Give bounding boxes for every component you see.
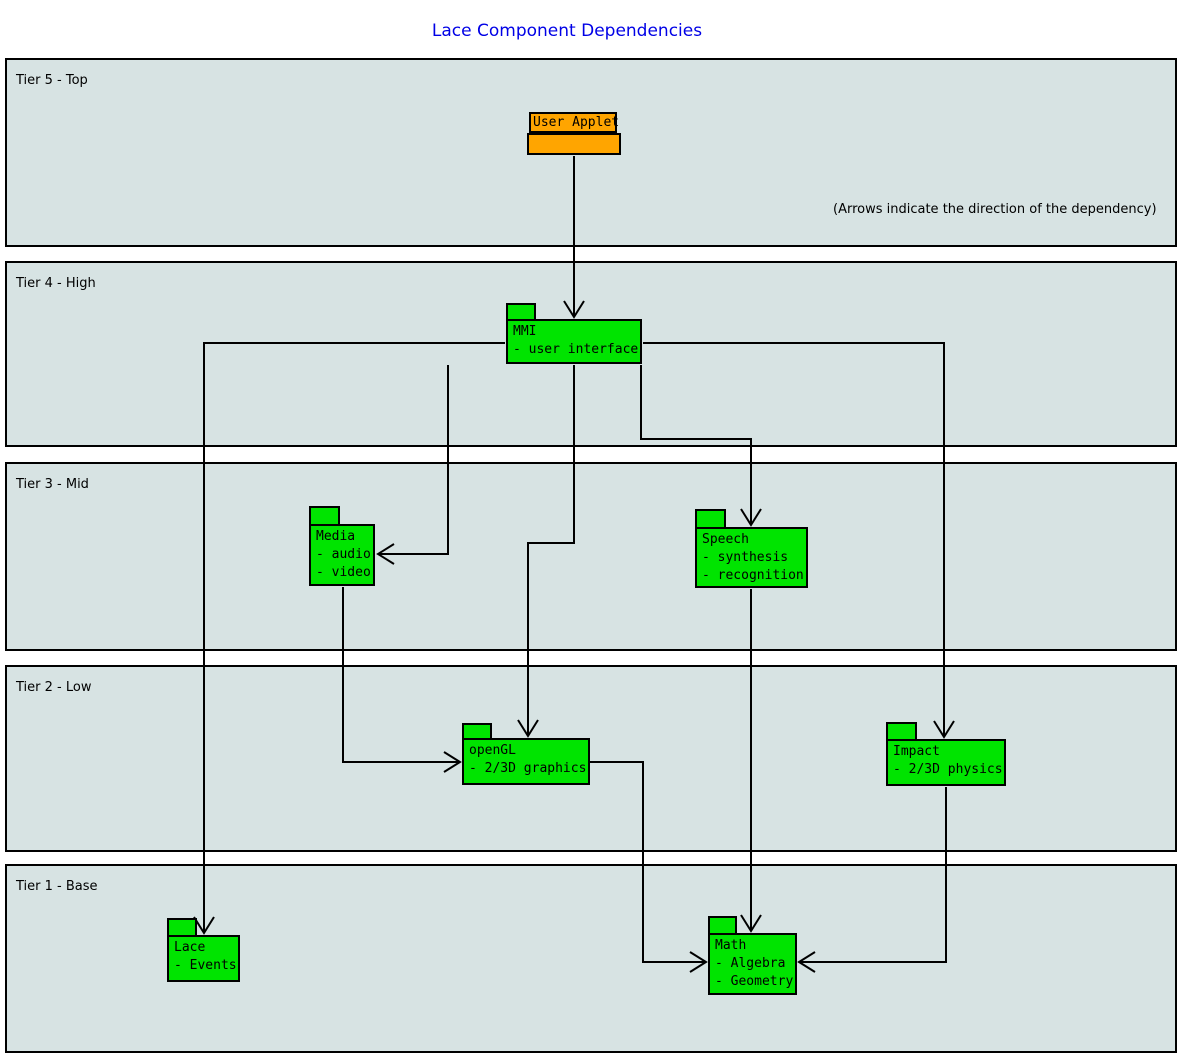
component-name: Media xyxy=(316,529,356,544)
component-media-body: Media - audio - video xyxy=(309,524,375,586)
component-detail: - video xyxy=(316,565,371,580)
component-detail: - recognition xyxy=(702,568,804,583)
component-detail: - Geometry xyxy=(715,974,794,989)
tier-label: Tier 5 - Top xyxy=(16,73,88,88)
component-name: Impact xyxy=(893,744,940,759)
component-impact-body: Impact - 2/3D physics xyxy=(886,739,1006,786)
edge-opengl-to-math xyxy=(590,761,708,973)
component-math-tab xyxy=(708,916,737,933)
component-detail: - audio xyxy=(316,547,371,562)
component-detail: - synthesis xyxy=(702,550,789,565)
edge-media-to-opengl xyxy=(342,587,462,773)
edge-impact-to-math xyxy=(797,787,947,973)
tier-label: Tier 2 - Low xyxy=(16,680,92,695)
component-user-applet-name: User Applet xyxy=(529,112,619,133)
component-media-tab xyxy=(309,506,340,524)
component-name: Math xyxy=(715,938,747,953)
component-name: Lace xyxy=(174,940,206,955)
edge-mmi-to-lace xyxy=(193,342,505,935)
tier-label: Tier 4 - High xyxy=(16,276,96,291)
component-name: Speech xyxy=(702,532,749,547)
diagram-title: Lace Component Dependencies xyxy=(431,21,703,41)
tier-band-3: Tier 3 - Mid xyxy=(5,462,1177,651)
component-opengl-body: openGL - 2/3D graphics xyxy=(462,738,590,785)
tier-label: Tier 1 - Base xyxy=(16,879,98,894)
component-math-body: Math - Algebra - Geometry xyxy=(708,933,797,995)
component-detail: - user interface xyxy=(513,342,639,357)
component-impact-tab xyxy=(886,722,917,739)
component-user-applet-body xyxy=(527,133,621,155)
component-detail: - Algebra xyxy=(715,956,786,971)
component-name: MMI xyxy=(513,324,537,339)
component-speech-body: Speech - synthesis - recognition xyxy=(695,527,808,588)
edge-mmi-to-media xyxy=(376,365,449,565)
component-mmi-body: MMI - user interface xyxy=(506,319,642,364)
arrow-direction-note: (Arrows indicate the direction of the de… xyxy=(833,202,1157,217)
component-detail: - 2/3D physics xyxy=(893,762,1003,777)
edge-mmi-to-speech xyxy=(640,365,762,527)
component-lace-tab xyxy=(167,918,197,935)
tier-label: Tier 3 - Mid xyxy=(16,477,89,492)
component-mmi-tab xyxy=(506,303,536,319)
component-opengl-tab xyxy=(462,723,492,738)
tier-band-2: Tier 2 - Low xyxy=(5,665,1177,852)
edge-mmi-to-opengl xyxy=(517,365,575,738)
component-detail: - 2/3D graphics xyxy=(469,761,587,776)
edge-mmi-to-impact xyxy=(643,342,955,739)
component-name: openGL xyxy=(469,743,516,758)
component-speech-tab xyxy=(695,509,726,527)
component-detail: - Events xyxy=(174,958,237,973)
component-lace-body: Lace - Events xyxy=(167,935,240,982)
